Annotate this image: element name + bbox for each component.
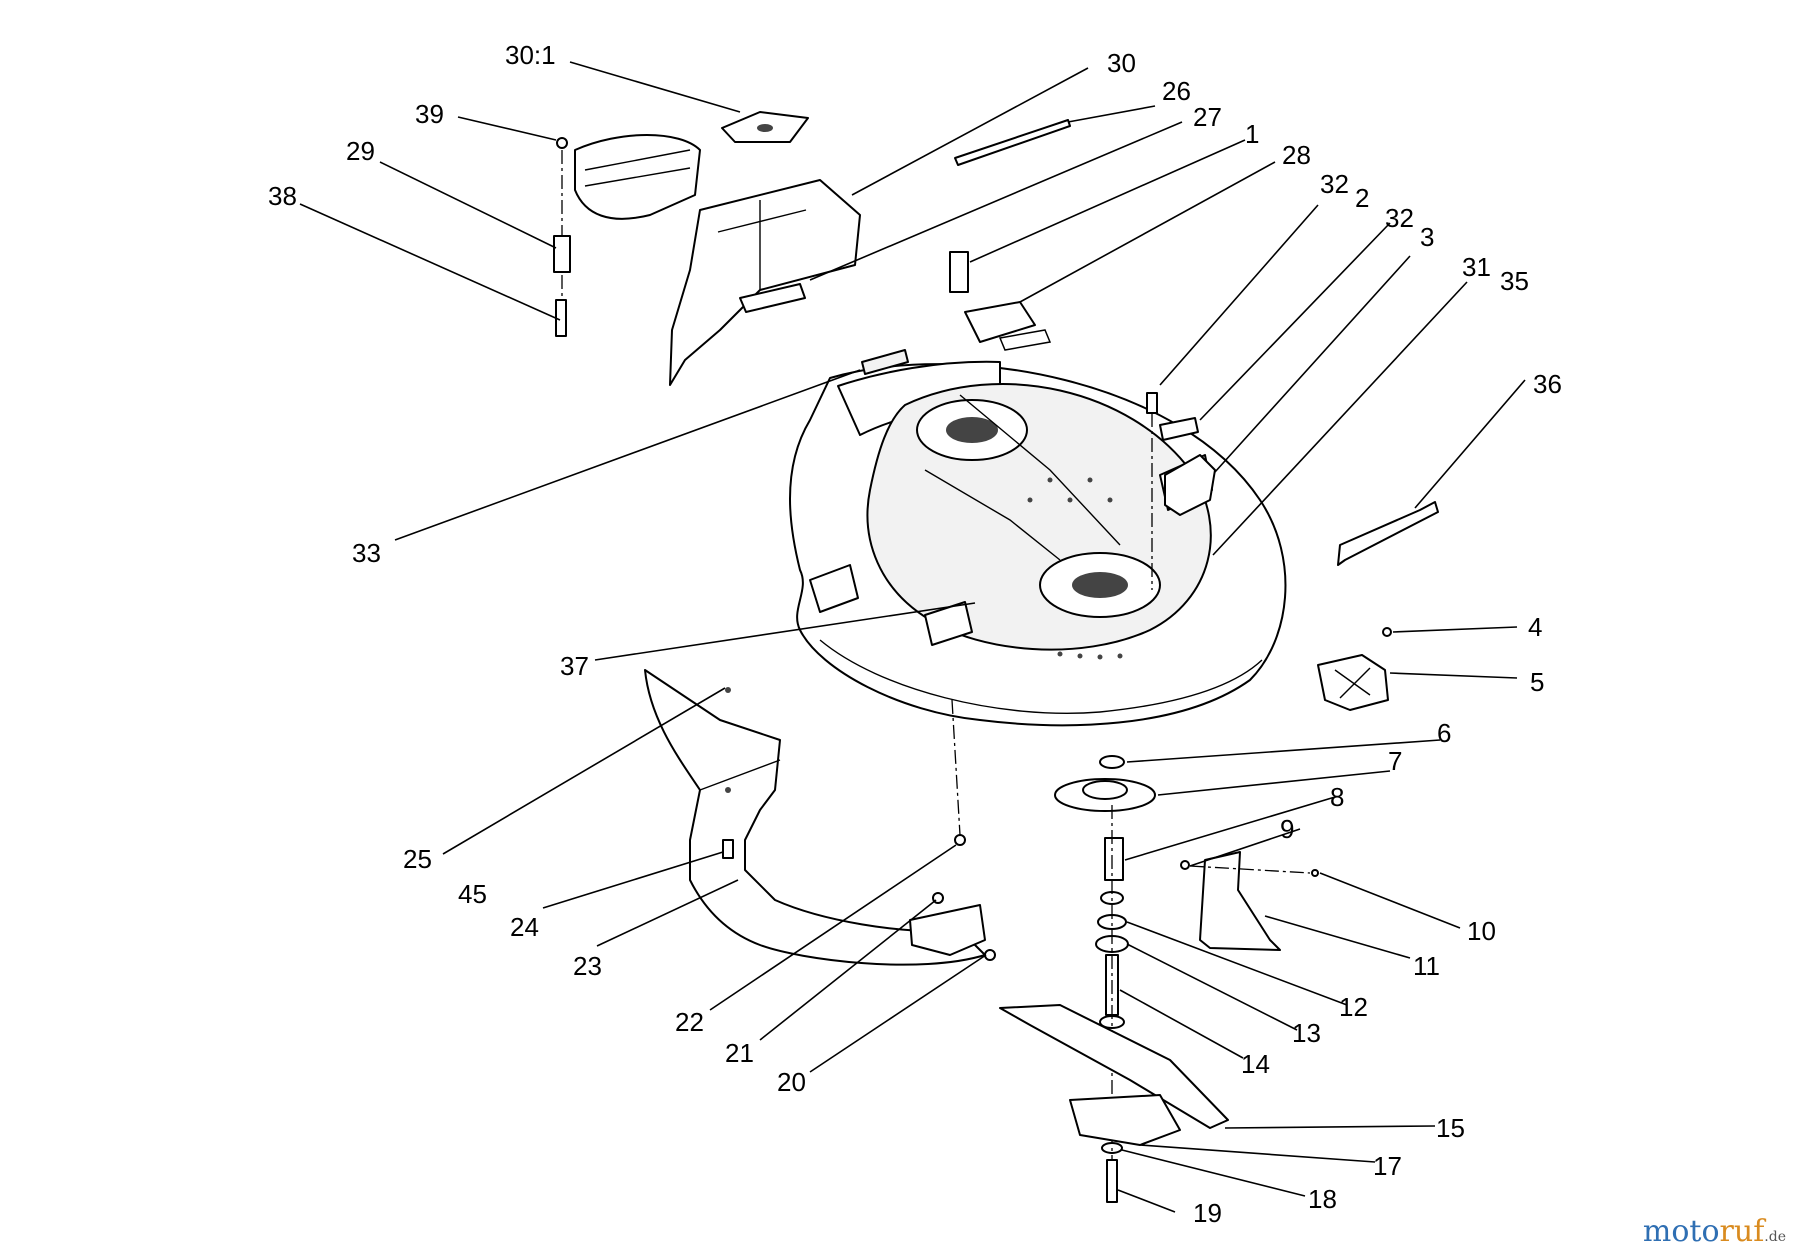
callout-23: 23 xyxy=(573,951,602,981)
callout-30-1: 30:1 xyxy=(505,40,556,70)
callout-3: 3 xyxy=(1420,222,1434,252)
callout-13: 13 xyxy=(1292,1018,1321,1048)
callout-21: 21 xyxy=(725,1038,754,1068)
watermark-part-2: ruf xyxy=(1719,1214,1765,1249)
callout-1: 1 xyxy=(1245,119,1259,149)
callout-19: 19 xyxy=(1193,1198,1222,1228)
decal-32b xyxy=(1159,417,1199,441)
watermark-logo: motoruf.de xyxy=(1643,1214,1786,1249)
callout-9: 9 xyxy=(1280,814,1294,844)
chute-cover xyxy=(574,134,701,220)
callout-15: 15 xyxy=(1436,1113,1465,1143)
decal-32a xyxy=(998,329,1052,351)
chute-deflector xyxy=(669,179,861,386)
callout-36: 36 xyxy=(1533,369,1562,399)
callout-37: 37 xyxy=(560,651,589,681)
callout-28: 28 xyxy=(1282,140,1311,170)
blade-15 xyxy=(999,1004,1229,1146)
callout-24: 24 xyxy=(510,912,539,942)
callout-5: 5 xyxy=(1530,667,1544,697)
callout-12: 12 xyxy=(1339,992,1368,1022)
callout-labels: 30:1 30 26 27 1 28 39 29 38 32 2 32 3 31… xyxy=(268,40,1562,1228)
leader-lines xyxy=(299,61,1526,1213)
rod-26 xyxy=(954,119,1071,166)
callout-14: 14 xyxy=(1241,1049,1270,1079)
plate-30-1 xyxy=(721,111,809,143)
plate-20 xyxy=(909,892,996,961)
nut-22 xyxy=(951,699,966,846)
callout-31: 31 xyxy=(1462,252,1491,282)
callout-26: 26 xyxy=(1162,76,1191,106)
hardware-stack-38 xyxy=(553,137,571,337)
callout-22: 22 xyxy=(675,1007,704,1037)
trim-36 xyxy=(1337,501,1439,566)
callout-33: 33 xyxy=(352,538,381,568)
callout-17: 17 xyxy=(1373,1151,1402,1181)
callout-39: 39 xyxy=(415,99,444,129)
callout-27: 27 xyxy=(1193,102,1222,132)
watermark-part-3: .de xyxy=(1764,1229,1786,1245)
watermark-part-1: moto xyxy=(1642,1214,1720,1249)
side-baffle xyxy=(644,669,986,966)
callout-4: 4 xyxy=(1528,612,1542,642)
callout-18: 18 xyxy=(1308,1184,1337,1214)
spacer-1 xyxy=(949,251,969,293)
callout-25: 25 xyxy=(403,844,432,874)
callout-20: 20 xyxy=(777,1067,806,1097)
callout-10: 10 xyxy=(1467,916,1496,946)
callout-29: 29 xyxy=(346,136,375,166)
decal-33 xyxy=(861,349,909,375)
callout-32-b: 32 xyxy=(1385,203,1414,233)
callout-7: 7 xyxy=(1388,746,1402,776)
shield-5 xyxy=(1317,627,1392,711)
callout-11: 11 xyxy=(1413,951,1440,981)
callout-45: 45 xyxy=(458,879,487,909)
shield-11 xyxy=(1180,851,1319,951)
mower-deck-housing xyxy=(789,360,1287,727)
callout-30: 30 xyxy=(1107,48,1136,78)
callout-32-a: 32 xyxy=(1320,169,1349,199)
callout-2: 2 xyxy=(1355,183,1369,213)
callout-6: 6 xyxy=(1437,718,1451,748)
bracket-3 xyxy=(1164,454,1216,516)
bolt-2 xyxy=(1146,392,1158,590)
callout-8: 8 xyxy=(1330,782,1344,812)
plate-28 xyxy=(964,301,1036,343)
callout-35: 35 xyxy=(1500,266,1529,296)
callout-38: 38 xyxy=(268,181,297,211)
